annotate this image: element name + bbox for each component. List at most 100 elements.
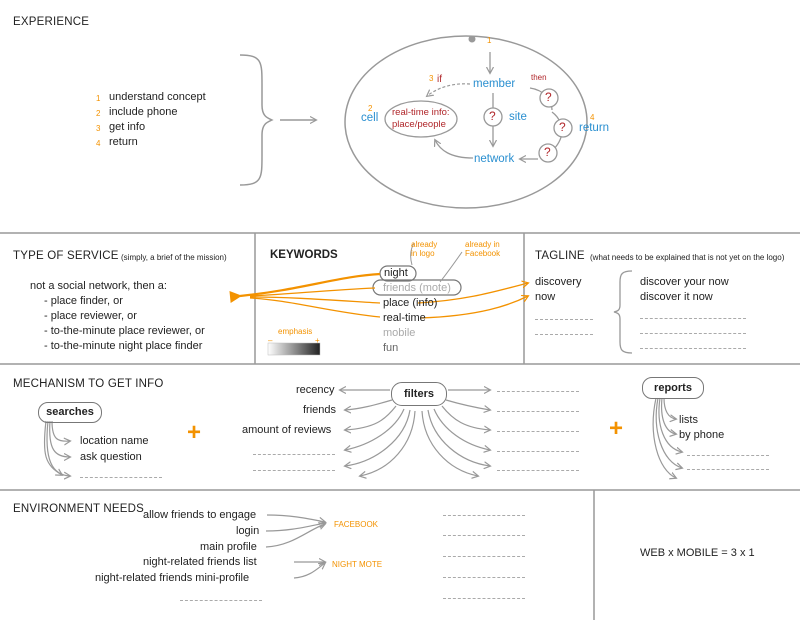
keyword-night: night — [384, 267, 408, 279]
placeholder-line — [443, 577, 525, 578]
step-label: understand concept — [109, 91, 206, 103]
emphasis-plus: + — [315, 336, 320, 345]
step-label: return — [109, 136, 138, 148]
filter-item: recency — [296, 384, 335, 396]
placeholder-line — [443, 556, 525, 557]
step-number: 4 — [96, 139, 101, 148]
service-item: - place reviewer, or — [44, 310, 137, 322]
keyword-mobile: mobile — [383, 327, 416, 339]
tagline-subtitle: (what needs to be explained that is not … — [590, 253, 785, 262]
keyword-note-logo-2: in logo — [411, 249, 435, 258]
keyword-note-fb-2: Facebook — [465, 249, 501, 258]
filter-item: amount of reviews — [242, 424, 332, 436]
cycle-cell-label: cell — [361, 112, 379, 124]
keyword-fun: fun — [383, 342, 399, 354]
environment-arrows — [265, 514, 325, 579]
service-intro: not a social network, then a: — [30, 280, 167, 292]
environment-item: night-related friends list — [143, 556, 257, 568]
environment-item: night-related friends mini-profile — [95, 572, 250, 584]
filters-arrows — [340, 390, 490, 476]
facebook-label: FACEBOOK — [334, 520, 379, 529]
cycle-number-3: 3 — [429, 74, 434, 83]
service-item: - to-the-minute place reviewer, or — [44, 325, 205, 337]
tagline-title: TAGLINE — [535, 250, 585, 262]
environment-item: main profile — [200, 541, 257, 553]
tagline-left-item: now — [535, 291, 556, 303]
question-mark-icon: ? — [544, 145, 551, 159]
placeholder-line — [253, 470, 335, 471]
placeholder-line — [497, 391, 579, 392]
mechanism-title: MECHANISM TO GET INFO — [13, 378, 164, 390]
tagline-left-item: discovery — [535, 276, 582, 288]
web-mobile-formula: WEB x MOBILE = 3 x 1 — [640, 547, 755, 559]
placeholder-line — [535, 319, 593, 320]
bubble-text-2: place/people — [392, 119, 446, 130]
environment-item: allow friends to engage — [143, 509, 257, 521]
placeholder-line — [640, 333, 746, 334]
keyword-note-fb-1: already in — [465, 240, 500, 249]
searches-pill: searches — [38, 402, 102, 423]
cycle-number-2: 2 — [368, 104, 373, 113]
cycle-number-1: 1 — [487, 36, 492, 45]
placeholder-line — [687, 455, 769, 456]
plus-icon: + — [609, 415, 624, 442]
tagline-right-item: discover your now — [640, 276, 729, 288]
cycle-if-label: if — [437, 74, 442, 85]
placeholder-line — [253, 454, 335, 455]
filters-pill: filters — [391, 382, 447, 406]
placeholder-line — [443, 598, 525, 599]
experience-brace — [239, 54, 274, 186]
filter-item: friends — [303, 404, 337, 416]
placeholder-line — [497, 451, 579, 452]
keyword-ovals — [372, 242, 463, 296]
reports-pill: reports — [642, 377, 704, 399]
question-mark-icon: ? — [559, 120, 566, 134]
tagline-right-item: discover it now — [640, 291, 713, 303]
experience-title: EXPERIENCE — [13, 16, 90, 28]
placeholder-line — [687, 469, 769, 470]
placeholder-line — [497, 470, 579, 471]
type-of-service-title: TYPE OF SERVICE — [13, 250, 119, 262]
keyword-links — [229, 272, 528, 319]
placeholder-line — [497, 411, 579, 412]
searches-arrows — [43, 420, 70, 476]
placeholder-line — [443, 535, 525, 536]
placeholder-line — [443, 515, 525, 516]
environment-title: ENVIRONMENT NEEDS — [13, 503, 144, 515]
placeholder-line — [497, 431, 579, 432]
keyword-place: place (info) — [383, 297, 438, 309]
search-item: ask question — [80, 451, 142, 463]
plus-icon: + — [187, 419, 202, 446]
cycle-then-label: then — [531, 73, 547, 82]
step-number: 2 — [96, 109, 101, 118]
placeholder-line — [640, 318, 746, 319]
keyword-real-time: real-time — [383, 312, 426, 324]
keyword-friends: friends (mote) — [383, 282, 451, 294]
type-of-service-subtitle: (simply, a brief of the mission) — [121, 253, 227, 262]
service-item: - to-the-minute night place finder — [44, 340, 203, 352]
step-number: 3 — [96, 124, 101, 133]
placeholder-line — [535, 334, 593, 335]
night-mote-label: NIGHT MOTE — [332, 560, 383, 569]
keywords-title: KEYWORDS — [270, 249, 338, 261]
environment-item: login — [236, 525, 260, 537]
report-item: lists — [679, 414, 698, 426]
cycle-site-label: site — [509, 111, 527, 123]
search-item: location name — [80, 435, 149, 447]
cycle-network-label: network — [474, 153, 515, 165]
placeholder-line — [640, 348, 746, 349]
question-mark-icon: ? — [545, 90, 552, 104]
step-label: include phone — [109, 106, 178, 118]
question-mark-icon: ? — [489, 109, 496, 123]
keyword-note-logo-1: already — [411, 240, 438, 249]
service-item: - place finder, or — [44, 295, 123, 307]
experience-cycle — [344, 35, 588, 209]
cycle-number-4: 4 — [590, 113, 595, 122]
placeholder-line — [180, 600, 262, 601]
tagline-brace — [613, 270, 633, 354]
cycle-return-label: return — [579, 122, 610, 134]
step-number: 1 — [96, 94, 101, 103]
emphasis-minus: – — [268, 336, 273, 345]
cycle-member-label: member — [473, 78, 516, 90]
